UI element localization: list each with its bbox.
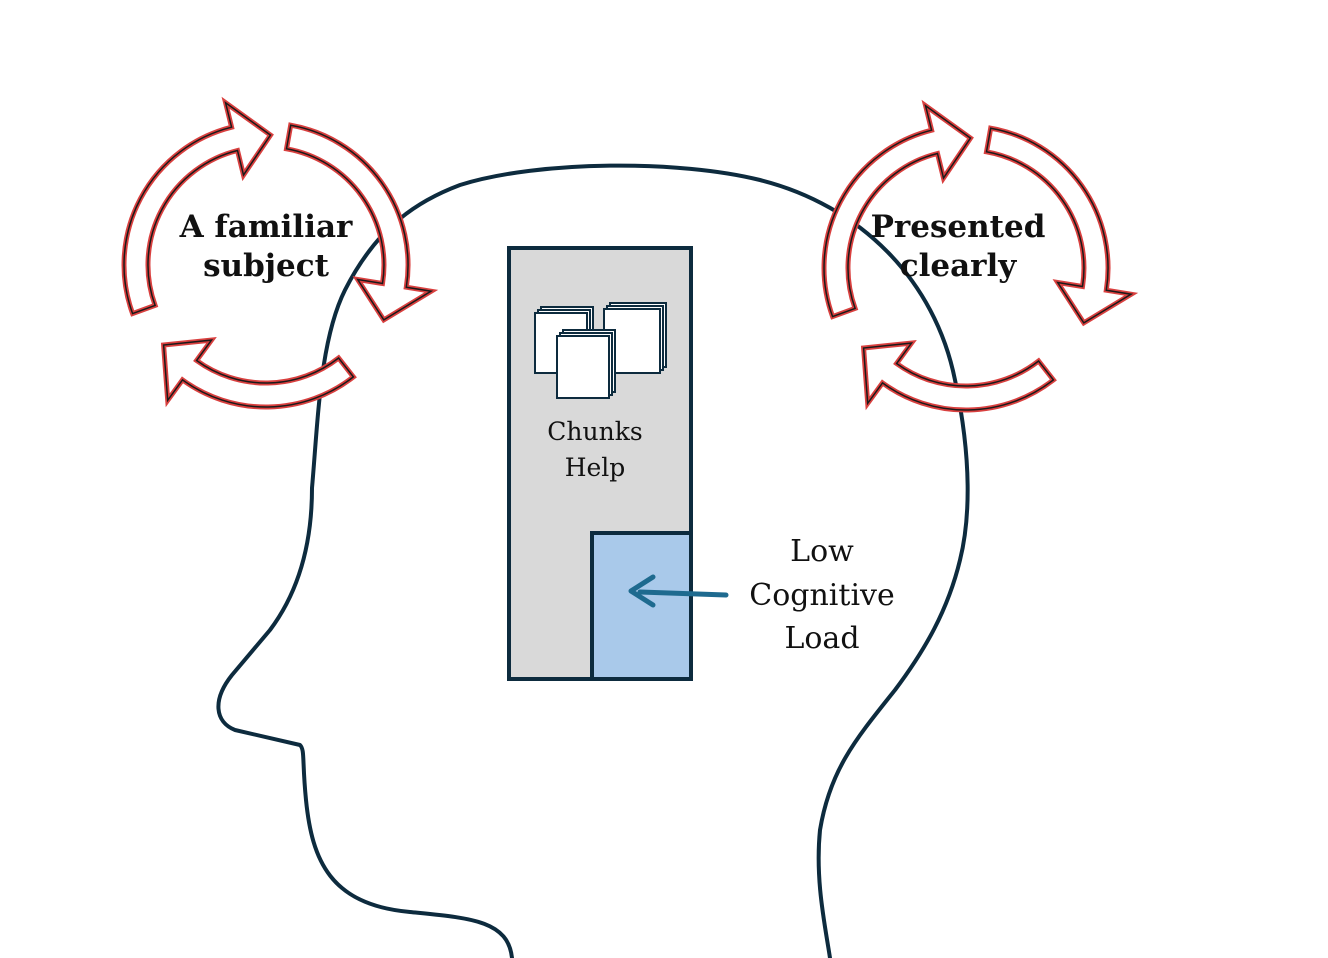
cycle-arrow-edge: [123, 101, 272, 315]
cognitive-load-box: [590, 531, 693, 681]
load-line1: Low: [790, 534, 854, 569]
cycle-arrow-segment: [860, 340, 1057, 413]
chunks-line2: Help: [564, 452, 626, 482]
head-outline: [216, 163, 970, 958]
cycle-right-line2: clearly: [899, 247, 1017, 284]
load-line3: Load: [784, 621, 860, 656]
load-line2: Cognitive: [749, 577, 895, 613]
cycle-right-line1: Presented: [870, 209, 1046, 245]
pointer-arrow-icon: [628, 574, 729, 608]
stacked-cards-icon: [534, 302, 667, 399]
cognitive-load-label: Low Cognitive Load: [722, 530, 922, 661]
cycle-arrows-left-icon: [121, 96, 439, 410]
cycle-arrow-edge: [823, 104, 972, 318]
chunks-label: Chunks Help: [525, 414, 665, 485]
cycle-arrow-edge: [162, 339, 355, 408]
cycle-arrow-edge: [985, 127, 1134, 324]
cycle-label-left: A familiar subject: [156, 208, 376, 286]
cycle-left-line2: subject: [203, 247, 329, 284]
cycle-arrows-right-icon: [821, 99, 1139, 413]
cycle-arrow-edge: [862, 342, 1055, 411]
cycle-left-line1: A familiar: [179, 209, 353, 245]
chunks-line1: Chunks: [547, 417, 643, 446]
cycle-arrow-edge: [285, 124, 434, 321]
cycle-label-right: Presented clearly: [848, 208, 1068, 286]
